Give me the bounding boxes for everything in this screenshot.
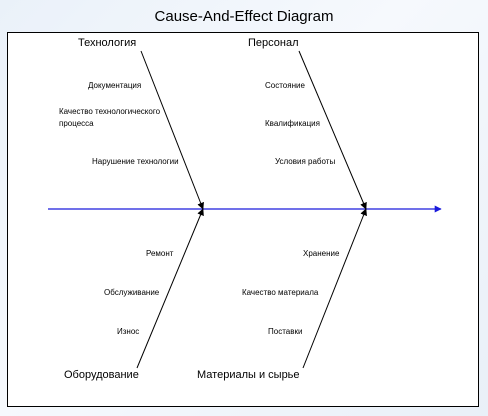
cause-materials-supply: Поставки — [268, 327, 303, 336]
bone-materials — [302, 208, 367, 369]
cause-technology-documentation: Документация — [88, 81, 142, 90]
cause-equipment-repair: Ремонт — [146, 249, 174, 258]
cause-technology-process-quality-line1: Качество технологического — [59, 107, 161, 116]
bone-personnel — [298, 50, 367, 210]
category-equipment-label: Оборудование — [64, 369, 139, 381]
cause-equipment-wear: Износ — [117, 327, 140, 336]
cause-materials-storage: Хранение — [303, 249, 340, 258]
bone-equipment — [136, 208, 204, 369]
category-materials-label: Материалы и сырье — [197, 369, 300, 381]
cause-technology-violation: Нарушение технологии — [92, 157, 179, 166]
cause-materials-quality: Качество материала — [242, 288, 319, 297]
cause-personnel-state: Состояние — [265, 81, 305, 90]
diagram-title: Cause-And-Effect Diagram — [154, 8, 334, 25]
cause-equipment-service: Обслуживание — [104, 288, 160, 297]
diagram-frame — [7, 32, 479, 407]
category-technology-label: Технология — [78, 37, 137, 49]
cause-personnel-conditions: Условия работы — [275, 157, 336, 166]
cause-technology-process-quality-line2: процесса — [59, 119, 94, 128]
bone-technology — [140, 50, 204, 210]
category-personnel-label: Персонал — [248, 37, 299, 49]
cause-personnel-qualification: Квалификация — [265, 119, 320, 128]
